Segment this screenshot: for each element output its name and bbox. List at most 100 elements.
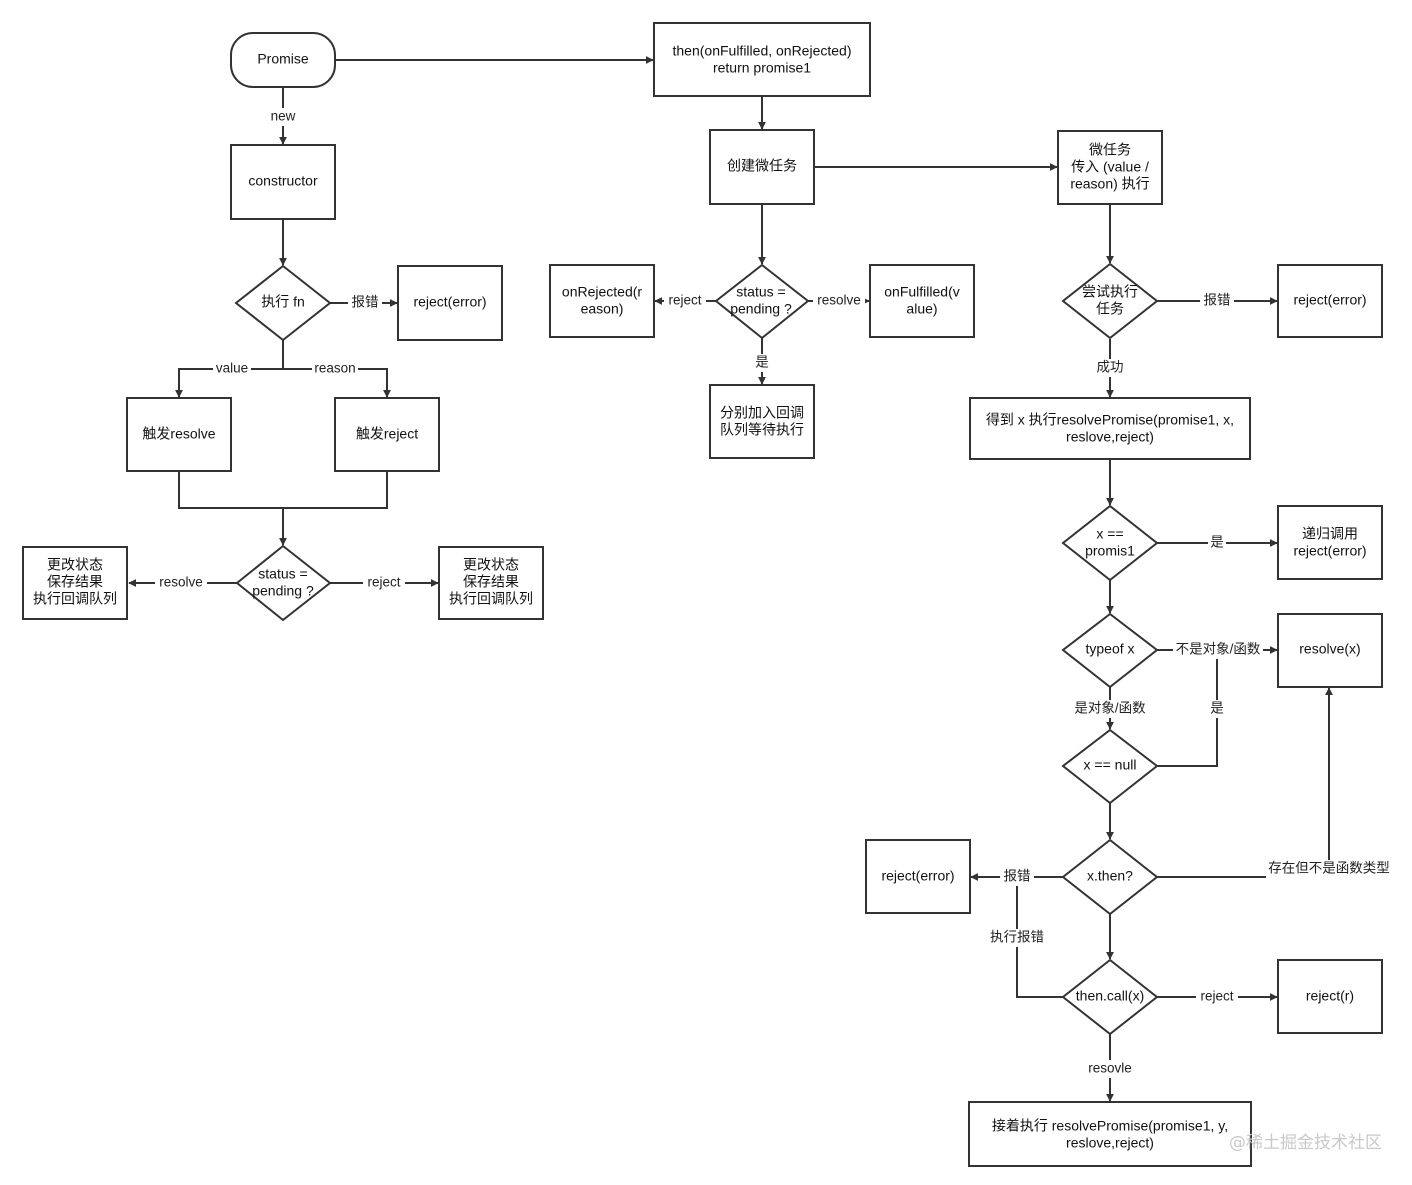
node-exec-fn: 执行 fn (234, 264, 332, 342)
node-next-resolve-promise: 接着执行 resolvePromise(promise1, y, reslove… (968, 1101, 1252, 1167)
node-x-eq-null-label: x == null (1084, 757, 1137, 773)
node-change-state-left: 更改状态 保存结果 执行回调队列 (22, 546, 128, 620)
edge-label-yes-2: 是 (1210, 535, 1224, 550)
node-change-state-right: 更改状态 保存结果 执行回调队列 (438, 546, 544, 620)
node-try-task: 尝试执行 任务 (1061, 262, 1159, 340)
edge-label-success: 成功 (1097, 360, 1124, 375)
node-then-line-2: return promise1 (713, 60, 811, 76)
node-then-line-1: then(onFulfilled, onRejected) (673, 43, 852, 59)
node-resolve-x: resolve(x) (1277, 613, 1383, 688)
node-typeof-x: typeof x (1061, 612, 1159, 689)
node-x-eq-promise-line-1: x == (1096, 526, 1123, 542)
node-get-x-line-2: reslove,reject) (1066, 429, 1154, 445)
edge-then-call-exec-error (1016, 877, 1063, 998)
edge-label-yes-3: 是 (1210, 701, 1224, 716)
node-try-task-line-1: 尝试执行 (1082, 284, 1138, 300)
node-change-state-right-line-2: 保存结果 (463, 574, 519, 590)
node-add-to-queue-line-1: 分别加入回调 (720, 405, 804, 421)
edge-label-exists-not-fn: 存在但不是函数类型 (1268, 861, 1390, 876)
edge-label-reject-3: reject (1200, 989, 1233, 1004)
node-x-eq-promise: x == promis1 (1061, 504, 1159, 582)
edge-trigger-reject-merge (283, 471, 388, 509)
node-reject-error-1-label: reject(error) (413, 294, 486, 310)
node-x-eq-null: x == null (1061, 728, 1159, 805)
node-reject-r: reject(r) (1277, 959, 1383, 1034)
node-constructor: constructor (230, 144, 336, 220)
edge-x-eq-null-resolve-x (1157, 650, 1218, 767)
edge-label-resovle: resovle (1088, 1061, 1132, 1076)
node-reject-error-1: reject(error) (397, 265, 503, 341)
edge-label-error-2: 报错 (1204, 293, 1231, 308)
node-recursive-call-line-2: reject(error) (1293, 543, 1366, 559)
node-get-x: 得到 x 执行resolvePromise(promise1, x, reslo… (969, 397, 1251, 460)
node-microtask-line-2: 传入 (value / (1071, 159, 1149, 175)
node-try-task-line-2: 任务 (1096, 301, 1124, 317)
node-x-then: x.then? (1061, 838, 1159, 916)
node-microtask: 微任务 传入 (value / reason) 执行 (1057, 130, 1163, 205)
watermark: @稀土掘金技术社区 (1229, 1133, 1382, 1153)
node-status-pending-2: status = pending ? (714, 263, 810, 340)
node-typeof-x-label: typeof x (1085, 641, 1134, 657)
node-on-fulfilled-line-2: alue) (906, 301, 937, 317)
node-trigger-resolve: 触发resolve (126, 397, 232, 472)
node-add-to-queue-line-2: 队列等待执行 (720, 422, 804, 438)
node-change-state-right-line-3: 执行回调队列 (449, 591, 533, 607)
node-status-pending-2-line-1: status = (736, 284, 785, 300)
edge-label-reject-2: reject (668, 293, 701, 308)
node-get-x-line-1: 得到 x 执行resolvePromise(promise1, x, (986, 412, 1234, 428)
node-on-rejected-line-1: onRejected(r (562, 284, 642, 300)
node-microtask-line-1: 微任务 (1089, 142, 1131, 158)
edge-label-new: new (271, 109, 296, 124)
edge-label-reason: reason (314, 361, 355, 376)
node-microtask-line-3: reason) 执行 (1070, 176, 1149, 192)
edge-label-is-object: 是对象/函数 (1074, 701, 1146, 716)
edge-label-error-1: 报错 (352, 295, 379, 310)
node-constructor-label: constructor (248, 173, 318, 189)
node-trigger-reject-label: 触发reject (356, 426, 418, 442)
node-x-then-label: x.then? (1087, 868, 1133, 884)
node-add-to-queue: 分别加入回调 队列等待执行 (709, 384, 815, 459)
edge-labels: new 报错 value reason resolve reject rejec… (155, 108, 1392, 1078)
node-promise-label: Promise (257, 51, 309, 67)
node-reject-error-2: reject(error) (1277, 264, 1383, 338)
node-next-resolve-promise-line-2: reslove,reject) (1066, 1135, 1154, 1151)
node-next-resolve-promise-line-1: 接着执行 resolvePromise(promise1, y, (992, 1118, 1228, 1134)
node-trigger-reject: 触发reject (334, 397, 440, 472)
edge-label-yes-1: 是 (755, 355, 769, 370)
node-change-state-left-line-2: 保存结果 (47, 574, 103, 590)
edge-label-resolve-2: resolve (817, 293, 861, 308)
node-then-call-label: then.call(x) (1076, 988, 1144, 1004)
node-resolve-x-label: resolve(x) (1299, 641, 1360, 657)
node-then: then(onFulfilled, onRejected) return pro… (653, 22, 871, 97)
edge-label-error-3: 报错 (1004, 869, 1031, 884)
node-on-fulfilled-line-1: onFulfilled(v (884, 284, 959, 300)
edge-label-reject-1: reject (367, 575, 400, 590)
node-on-rejected: onRejected(r eason) (549, 264, 655, 338)
node-reject-error-3-label: reject(error) (881, 868, 954, 884)
node-change-state-left-line-1: 更改状态 (47, 557, 103, 573)
edge-label-not-object: 不是对象/函数 (1176, 642, 1261, 657)
edge-x-then-resolve-x (1157, 687, 1333, 878)
node-change-state-right-line-1: 更改状态 (463, 557, 519, 573)
nodes: Promise constructor 执行 fn reject(error) … (22, 22, 1383, 1167)
node-exec-fn-label: 执行 fn (261, 294, 305, 310)
edge-trigger-resolve-merge (178, 471, 283, 509)
node-on-fulfilled: onFulfilled(v alue) (869, 264, 975, 338)
node-status-pending-1-line-1: status = (258, 566, 307, 582)
edge-label-exec-error: 执行报错 (990, 930, 1044, 945)
node-recursive-call-line-1: 递归调用 (1302, 526, 1358, 542)
edges (128, 56, 1333, 1102)
node-create-microtask: 创建微任务 (709, 129, 815, 205)
node-create-microtask-label: 创建微任务 (727, 158, 797, 174)
node-change-state-left-line-3: 执行回调队列 (33, 591, 117, 607)
node-reject-r-label: reject(r) (1306, 988, 1354, 1004)
node-recursive-call: 递归调用 reject(error) (1277, 505, 1383, 580)
node-status-pending-2-line-2: pending ? (730, 301, 792, 317)
node-promise: Promise (230, 32, 336, 88)
node-on-rejected-line-2: eason) (581, 301, 624, 317)
node-trigger-resolve-label: 触发resolve (142, 426, 215, 442)
node-reject-error-2-label: reject(error) (1293, 292, 1366, 308)
node-x-eq-promise-line-2: promis1 (1085, 543, 1135, 559)
edge-label-resolve-1: resolve (159, 575, 203, 590)
